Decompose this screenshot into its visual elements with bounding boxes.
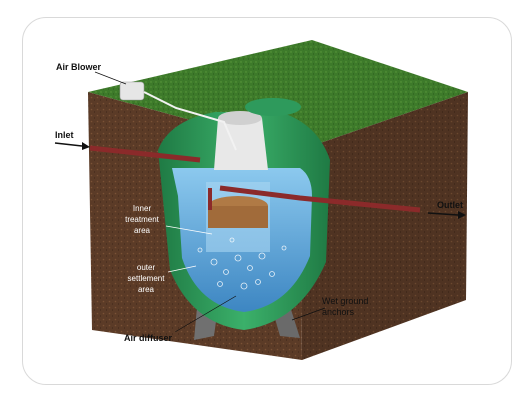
riser-top: [218, 111, 262, 125]
leader-outer: [167, 265, 197, 273]
label-outlet: Outlet: [437, 200, 463, 210]
soil-right-face: [300, 92, 468, 360]
outlet-pipe: [219, 185, 421, 213]
label-wet-ground-anchors: Wet ground anchors: [322, 296, 369, 317]
outlet-arrow: [427, 211, 466, 219]
leader-air-blower: [94, 71, 127, 85]
tank-riser: [214, 118, 268, 170]
label-air-blower: Air Blower: [56, 62, 102, 72]
air-line: [143, 91, 237, 151]
air-bubbles: [197, 237, 287, 290]
grass-surface: [88, 40, 468, 150]
label-air-diffuser: Air diffuser: [124, 333, 173, 343]
leader-inner: [165, 225, 213, 235]
inlet-pipe: [89, 145, 201, 163]
air-blower-unit: [119, 81, 145, 101]
manhole-lid: [245, 98, 301, 116]
inlet-arrow: [54, 142, 90, 150]
label-outer-settlement: outer settlement area: [127, 263, 165, 294]
leader-air-diffuser: [174, 295, 237, 333]
label-inner-treatment: Inner treatment area: [125, 204, 159, 235]
leader-wet-ground: [291, 307, 326, 321]
label-inlet: Inlet: [55, 130, 74, 140]
